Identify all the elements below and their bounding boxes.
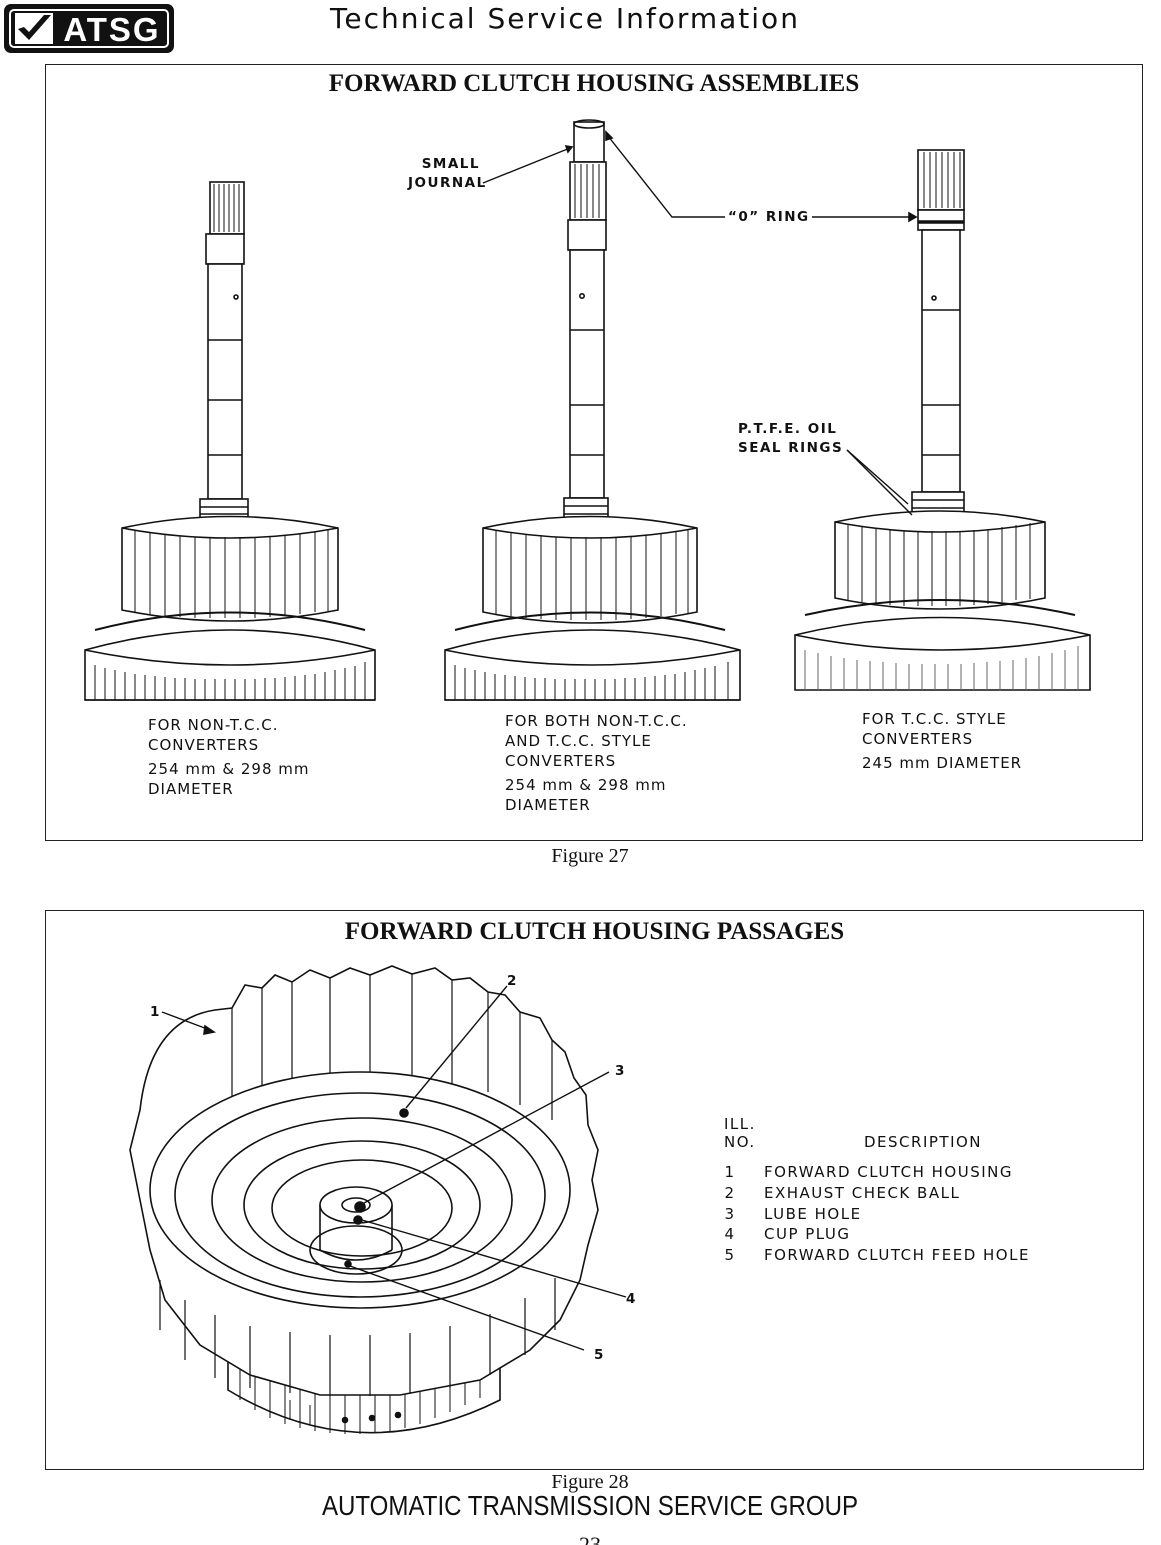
- callout-line: SEAL RINGS: [738, 440, 844, 456]
- figure-27-title: FORWARD CLUTCH HOUSING ASSEMBLIES: [328, 70, 860, 97]
- callout-5: 5: [594, 1347, 605, 1363]
- small-journal-callout: SMALL JOURNAL: [408, 155, 487, 193]
- shaft-both-illustration: [444, 119, 741, 701]
- legend-desc: EXHAUST CHECK BALL: [764, 1184, 961, 1202]
- check-mark-icon: [18, 15, 51, 40]
- assembly-label-non-tcc: FOR NON-T.C.C. CONVERTERS 254 mm & 298 m…: [148, 715, 309, 799]
- legend: ILL. NO. DESCRIPTION 1 FORWARD CLUTCH HO…: [724, 1115, 1104, 1275]
- legend-no: 5: [724, 1246, 736, 1264]
- assembly-label-both: FOR BOTH NON-T.C.C. AND T.C.C. STYLE CON…: [505, 711, 688, 815]
- legend-header-line: ILL.: [724, 1115, 756, 1133]
- ptfe-seal-rings-callout: P.T.F.E. OIL SEAL RINGS: [738, 420, 843, 458]
- legend-desc: FORWARD CLUTCH HOUSING: [764, 1163, 1013, 1181]
- legend-no: 3: [724, 1205, 736, 1223]
- figure-27-frame: [45, 64, 1143, 841]
- assembly-line: CONVERTERS: [148, 736, 260, 754]
- legend-no: 4: [724, 1225, 736, 1243]
- shaft-non-tcc-illustration: [84, 181, 376, 701]
- assembly-line: CONVERTERS: [862, 730, 974, 748]
- legend-desc: FORWARD CLUTCH FEED HOLE: [764, 1246, 1030, 1264]
- assembly-spec: 254 mm & 298 mm: [505, 776, 667, 794]
- assembly-line: CONVERTERS: [505, 752, 617, 770]
- page-number: 23: [579, 1532, 601, 1545]
- assembly-line: AND T.C.C. STYLE: [505, 732, 652, 750]
- legend-header-desc: DESCRIPTION: [864, 1133, 983, 1151]
- shaft-tcc-illustration: [794, 149, 1091, 691]
- figure-27-caption: Figure 27: [551, 845, 629, 867]
- callout-3: 3: [615, 1063, 626, 1079]
- callout-1: 1: [150, 1004, 161, 1020]
- logo-text: ATSG: [63, 11, 160, 48]
- assembly-line: FOR T.C.C. STYLE: [862, 710, 1007, 728]
- footer-title: AUTOMATIC TRANSMISSION SERVICE GROUP: [321, 1490, 859, 1521]
- callout-4: 4: [626, 1291, 637, 1307]
- figure-28-caption: Figure 28: [551, 1471, 629, 1493]
- atsg-logo: ATSG: [4, 4, 174, 53]
- callout-line: JOURNAL: [408, 175, 487, 191]
- figure-28-title: FORWARD CLUTCH HOUSING PASSAGES: [344, 918, 845, 945]
- legend-no: 1: [724, 1163, 736, 1181]
- callout-line: P.T.F.E. OIL: [738, 421, 838, 437]
- o-ring-callout: “0” RING: [728, 209, 810, 225]
- callout-2: 2: [507, 973, 518, 989]
- legend-header-line: NO.: [724, 1133, 756, 1151]
- assembly-spec: DIAMETER: [505, 796, 591, 814]
- legend-no: 2: [724, 1184, 736, 1202]
- assembly-label-tcc: FOR T.C.C. STYLE CONVERTERS 245 mm DIAME…: [862, 709, 1022, 773]
- assembly-line: FOR NON-T.C.C.: [148, 716, 279, 734]
- legend-desc: CUP PLUG: [764, 1225, 851, 1243]
- legend-desc: LUBE HOLE: [764, 1205, 862, 1223]
- assembly-spec: 245 mm DIAMETER: [862, 754, 1023, 772]
- figure-28-frame: [45, 910, 1144, 1470]
- clutch-housing-illustration: [129, 965, 599, 1434]
- legend-header-no: ILL. NO.: [724, 1115, 756, 1151]
- assembly-spec: 254 mm & 298 mm: [148, 760, 310, 778]
- header-title: Technical Service Information: [330, 2, 800, 35]
- assembly-line: FOR BOTH NON-T.C.C.: [505, 712, 688, 730]
- callout-line: SMALL: [421, 156, 480, 172]
- assembly-spec: DIAMETER: [148, 780, 234, 798]
